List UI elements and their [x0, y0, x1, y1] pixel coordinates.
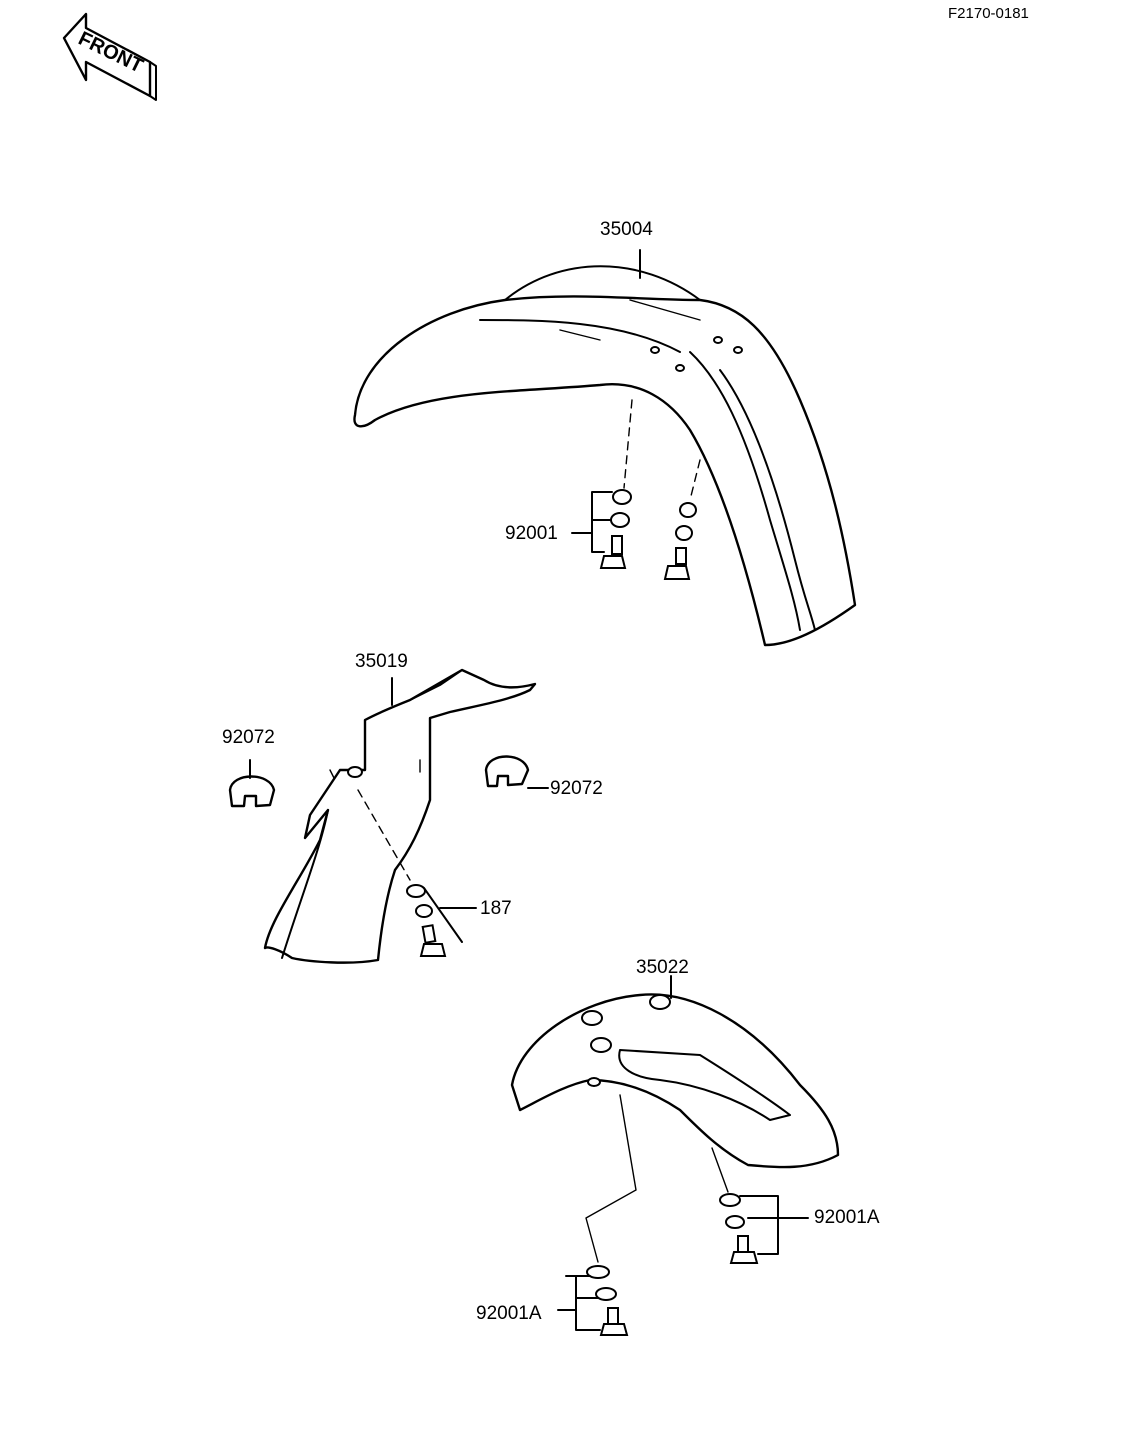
leader-92001A-right	[739, 1195, 809, 1255]
callout-92001A-right: 92001A	[814, 1207, 880, 1228]
clamp-92072-right	[484, 755, 530, 788]
rear-fender-35022	[510, 993, 840, 1169]
callout-187: 187	[480, 898, 512, 919]
callout-92001A-left: 92001A	[476, 1303, 542, 1324]
leader-187	[423, 887, 477, 943]
diagram-code: F2170-0181	[948, 5, 1029, 22]
leader-92001	[571, 491, 613, 553]
front-arrow-icon: FRONT	[62, 12, 157, 101]
front-fender-35004	[353, 265, 857, 647]
callout-35022: 35022	[636, 957, 689, 978]
callout-35004: 35004	[600, 219, 653, 240]
bolt-stack-187	[357, 789, 447, 957]
callout-92072-right: 92072	[550, 778, 603, 799]
bolt-stack-92001A-right	[711, 1147, 759, 1264]
leader-92001A-left	[557, 1275, 601, 1331]
bolt-stack-92001A-left	[585, 1094, 637, 1336]
callout-35019: 35019	[355, 651, 408, 672]
bolt-stack-92001-right	[663, 459, 701, 580]
bolt-stack-92001-left	[599, 399, 633, 569]
rear-inner-fender-35019	[263, 668, 537, 964]
clamp-92072-left	[228, 775, 276, 808]
callout-92072-left: 92072	[222, 727, 275, 748]
callout-92001: 92001	[505, 523, 558, 544]
